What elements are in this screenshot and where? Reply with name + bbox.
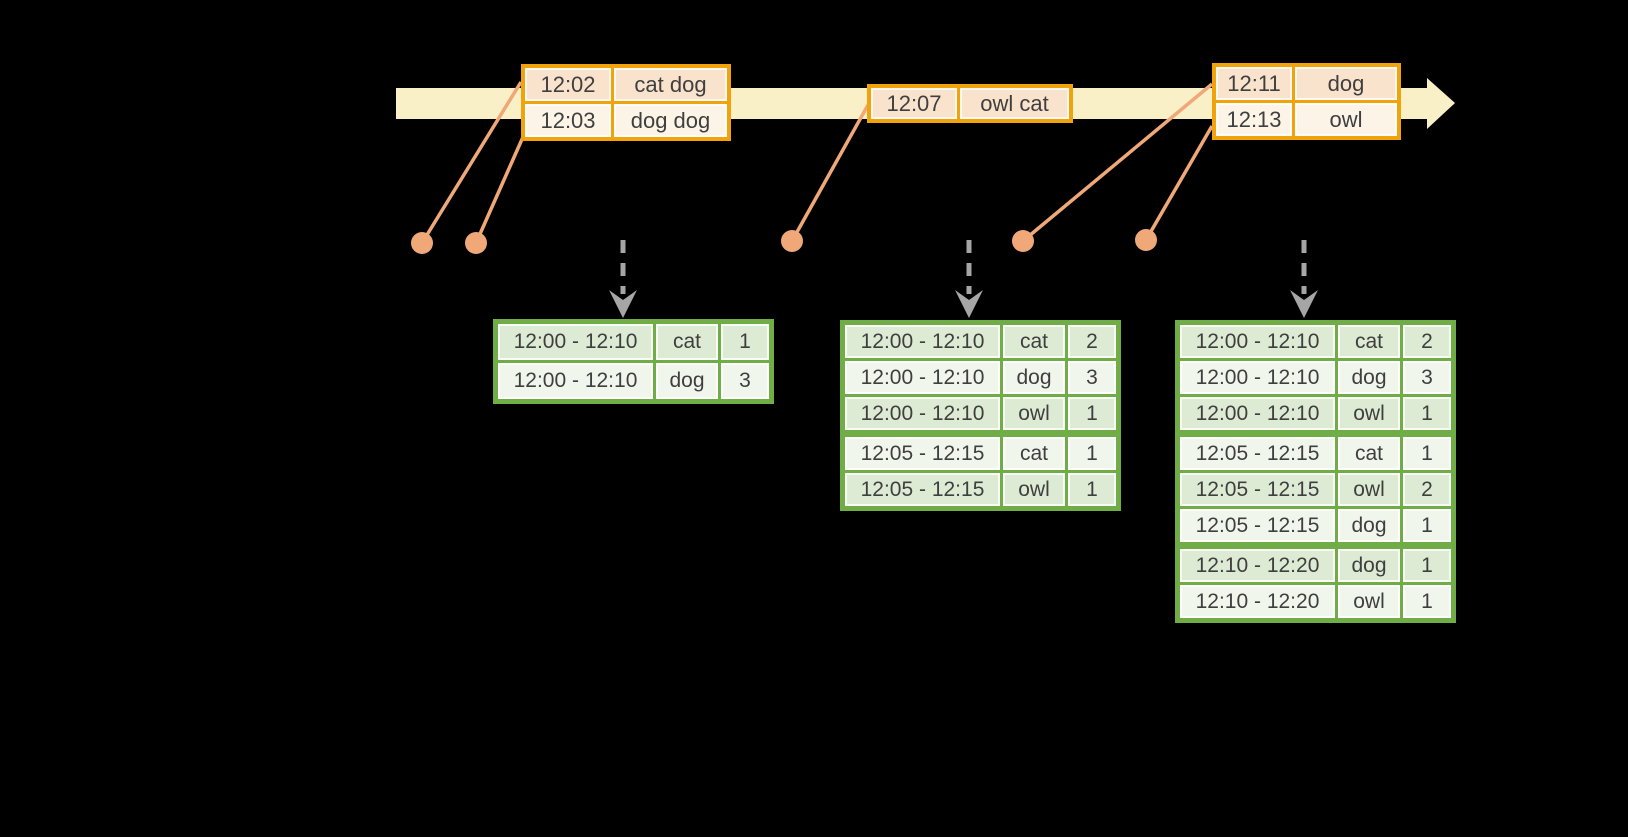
window-cell: 12:00 - 12:10 (1176, 321, 1338, 361)
event-dot (1012, 230, 1034, 252)
window-cell: 12:00 - 12:10 (841, 358, 1003, 397)
word-cell: dog (1335, 542, 1403, 585)
event-dot (411, 232, 433, 254)
word-cell: dog (1000, 358, 1068, 397)
count-cell: 1 (1065, 470, 1120, 510)
trigger-arrowhead-icon (609, 290, 637, 318)
event-words-cell: owl cat (960, 88, 1069, 119)
word-cell: owl (1335, 394, 1403, 435)
connector-line (420, 81, 523, 244)
count-cell: 1 (1400, 582, 1455, 622)
window-cell: 12:05 - 12:15 (1176, 506, 1338, 547)
count-cell: 1 (718, 320, 773, 363)
count-cell: 1 (1400, 506, 1455, 547)
word-cell: cat (1000, 430, 1068, 473)
word-cell: dog (1335, 358, 1403, 397)
event-dot (781, 230, 803, 252)
event-dot (1135, 229, 1157, 251)
trigger-arrowhead-icon (1290, 290, 1318, 318)
trigger-arrowhead-icon (955, 290, 983, 318)
event-words-cell: owl (1295, 103, 1397, 136)
event-words-cell: cat dog (614, 68, 727, 101)
event-time-cell: 12:02 (525, 68, 611, 101)
count-cell: 3 (718, 360, 773, 403)
event-words-cell: dog (1295, 67, 1397, 100)
window-cell: 12:00 - 12:10 (494, 360, 656, 403)
connector-line (1021, 82, 1214, 243)
connector-line (1144, 125, 1214, 241)
word-cell: owl (1000, 470, 1068, 510)
word-cell: dog (653, 360, 721, 403)
word-cell: cat (653, 320, 721, 363)
count-cell: 2 (1065, 321, 1120, 361)
event-time-cell: 12:11 (1216, 67, 1292, 100)
word-cell: owl (1000, 394, 1068, 435)
window-cell: 12:00 - 12:10 (841, 321, 1003, 361)
window-cell: 12:10 - 12:20 (1176, 542, 1338, 585)
window-cell: 12:05 - 12:15 (1176, 430, 1338, 473)
event-words-cell: dog dog (614, 104, 727, 137)
word-cell: owl (1335, 582, 1403, 622)
count-cell: 1 (1400, 430, 1455, 473)
connector-line (790, 104, 870, 242)
word-cell: cat (1335, 321, 1403, 361)
window-cell: 12:05 - 12:15 (841, 470, 1003, 510)
count-cell: 3 (1065, 358, 1120, 397)
word-cell: dog (1335, 506, 1403, 547)
timeline-arrowhead-icon (1427, 78, 1455, 129)
event-time-cell: 12:07 (871, 88, 957, 119)
event-dot (465, 232, 487, 254)
word-cell: owl (1335, 470, 1403, 509)
window-cell: 12:00 - 12:10 (841, 394, 1003, 435)
window-cell: 12:05 - 12:15 (1176, 470, 1338, 509)
count-cell: 2 (1400, 321, 1455, 361)
word-cell: cat (1335, 430, 1403, 473)
connector-line (474, 136, 525, 244)
word-cell: cat (1000, 321, 1068, 361)
window-cell: 12:05 - 12:15 (841, 430, 1003, 473)
window-cell: 12:00 - 12:10 (1176, 358, 1338, 397)
count-cell: 1 (1400, 394, 1455, 435)
event-time-cell: 12:03 (525, 104, 611, 137)
count-cell: 3 (1400, 358, 1455, 397)
count-cell: 1 (1400, 542, 1455, 585)
window-cell: 12:00 - 12:10 (494, 320, 656, 363)
count-cell: 2 (1400, 470, 1455, 509)
window-cell: 12:00 - 12:10 (1176, 394, 1338, 435)
window-cell: 12:10 - 12:20 (1176, 582, 1338, 622)
event-time-cell: 12:13 (1216, 103, 1292, 136)
count-cell: 1 (1065, 430, 1120, 473)
count-cell: 1 (1065, 394, 1120, 435)
